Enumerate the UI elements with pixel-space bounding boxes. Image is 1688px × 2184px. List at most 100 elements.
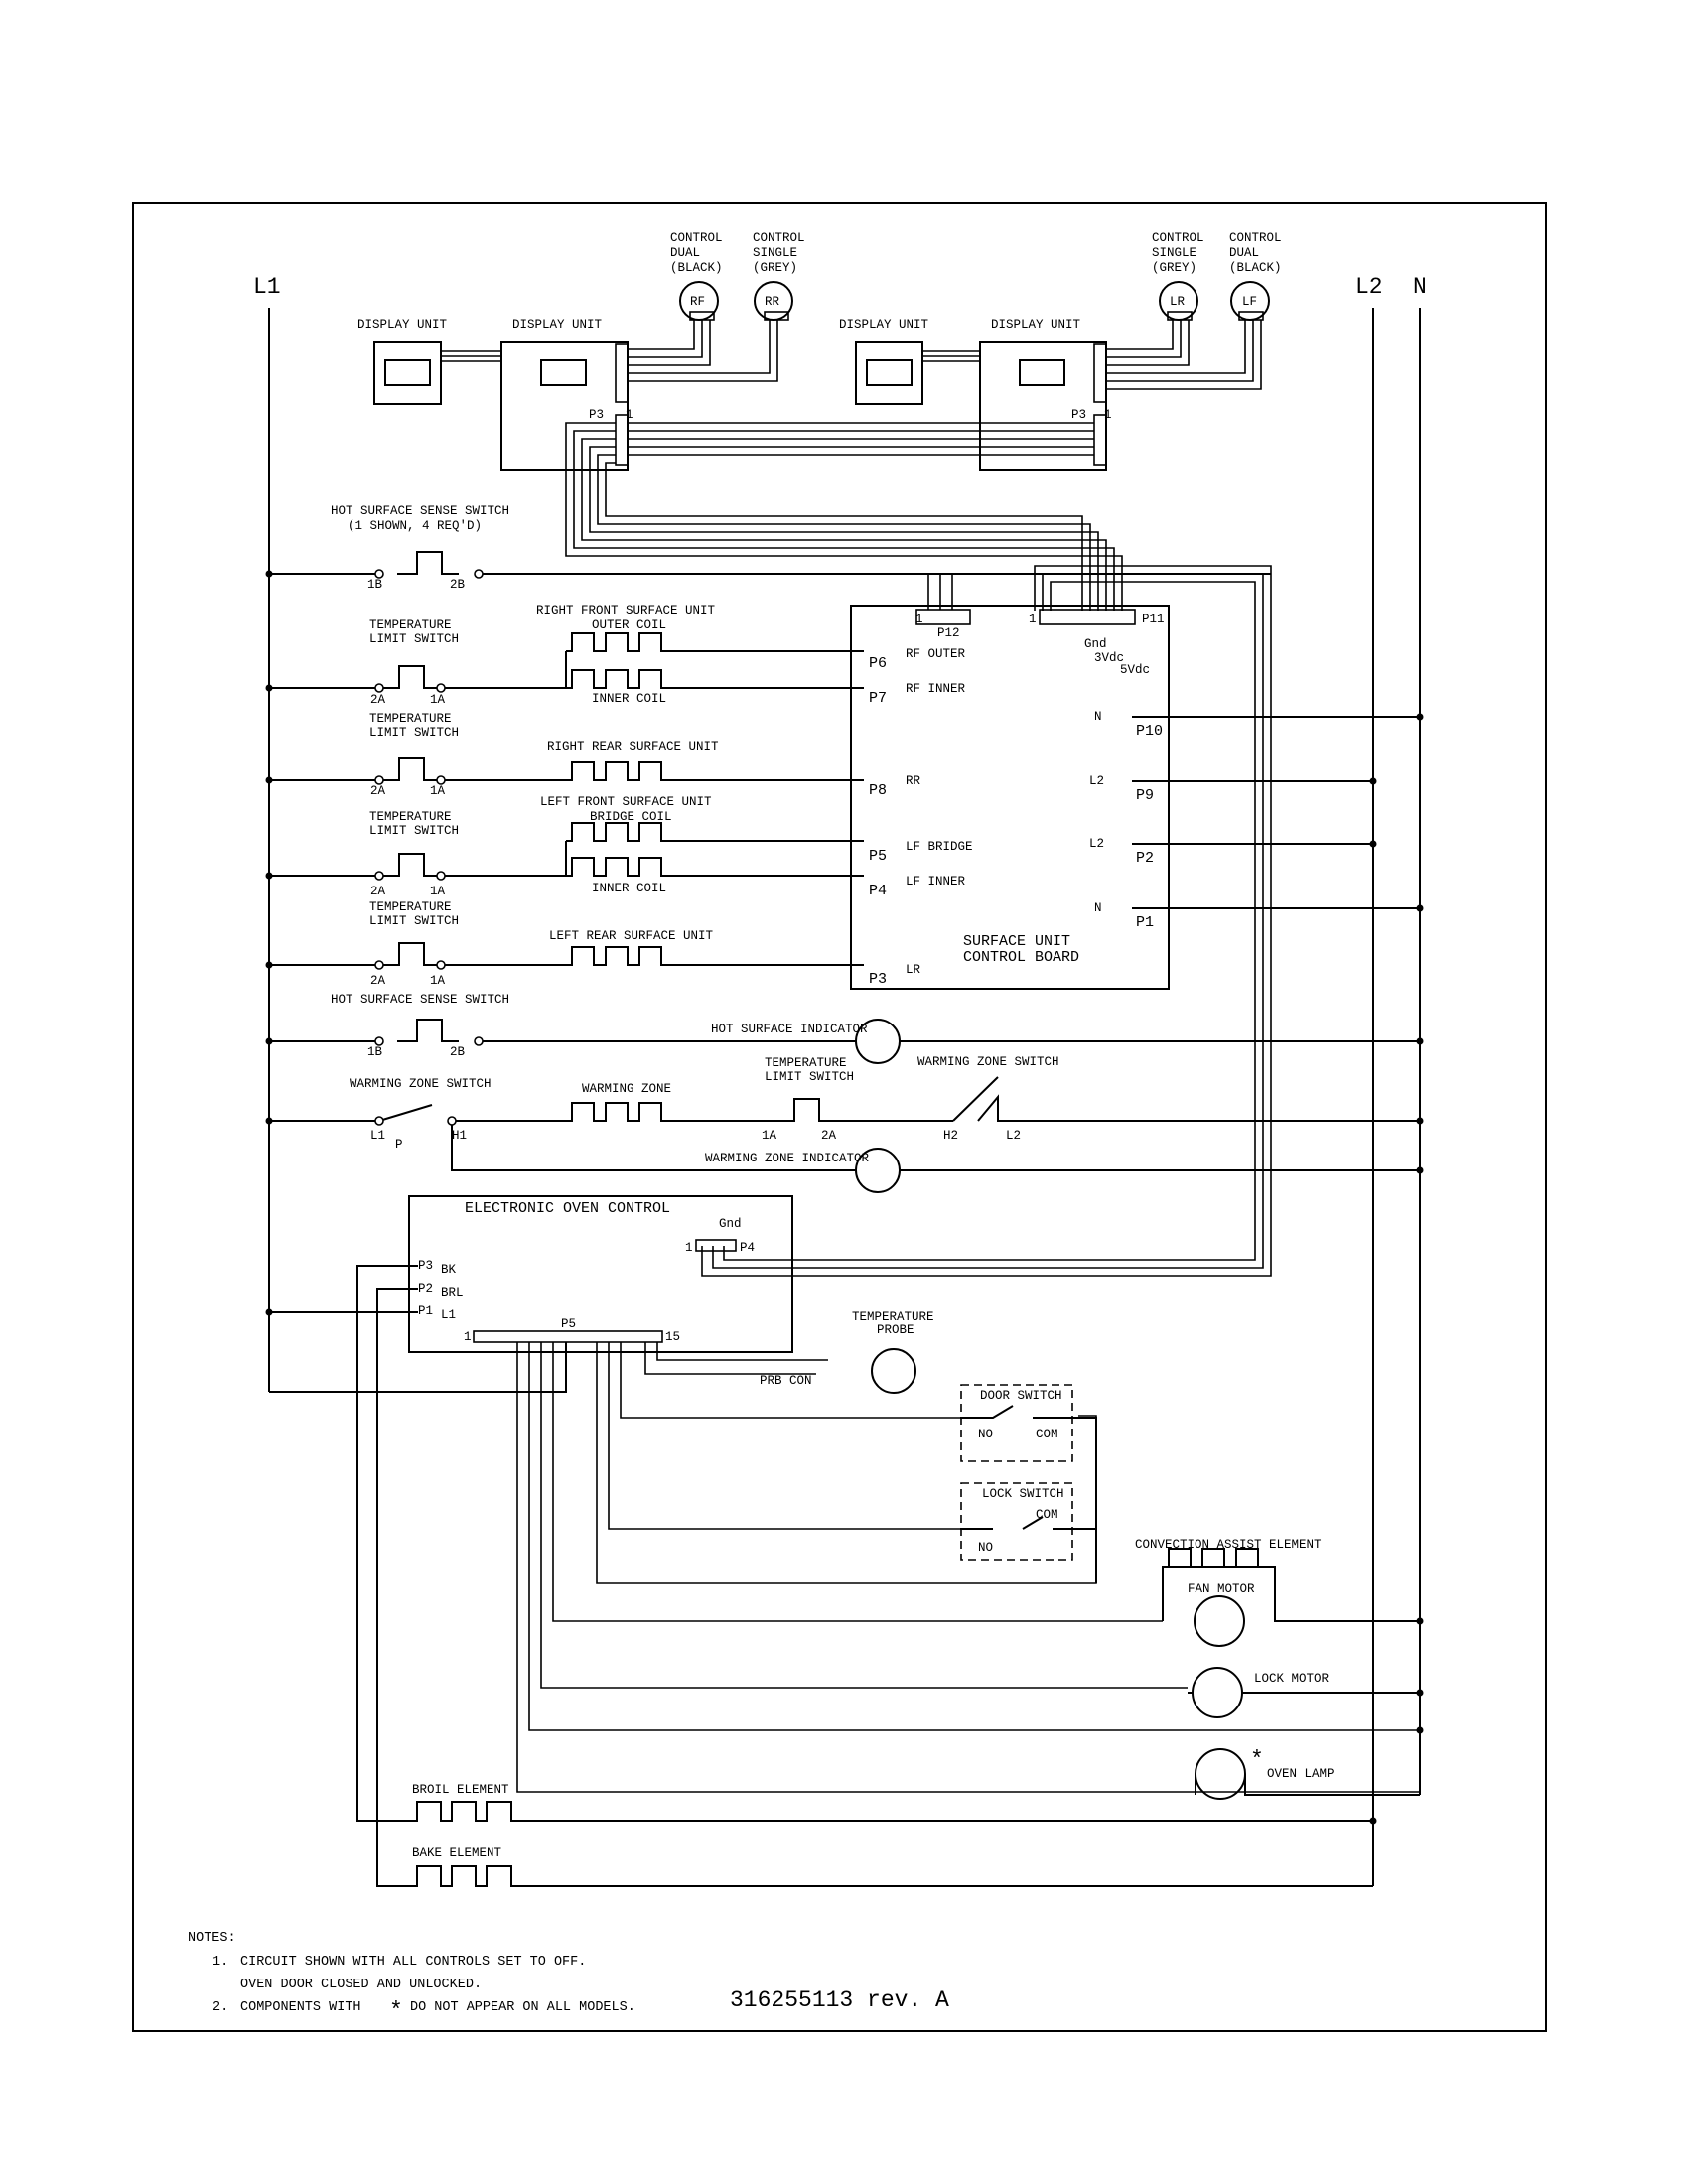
svg-text:2.: 2. <box>212 2000 228 2015</box>
wz-ind-wire <box>451 1121 856 1171</box>
svg-text:SINGLE: SINGLE <box>753 246 797 260</box>
svg-text:DUAL: DUAL <box>670 246 700 260</box>
svg-text:INNER COIL: INNER COIL <box>592 882 666 895</box>
oven-lamp-wire <box>1195 1774 1420 1796</box>
svg-text:HOT SURFACE SENSE SWITCH: HOT SURFACE SENSE SWITCH <box>331 504 509 518</box>
wz-n-junction <box>1416 1117 1424 1125</box>
row1-term-2b <box>474 569 484 579</box>
svg-text:L2: L2 <box>1006 1129 1021 1143</box>
l1-oven-junction <box>265 1308 273 1316</box>
temperature-limit-switch-rf: TEMPERATURE LIMIT SWITCH 2A 1A <box>369 618 459 707</box>
svg-text:1: 1 <box>1029 613 1037 626</box>
svg-text:H2: H2 <box>943 1129 958 1143</box>
bus-junction-2 <box>1369 840 1377 848</box>
svg-text:1B: 1B <box>367 1045 383 1059</box>
display-unit-right-main: DISPLAY UNIT P3 1 <box>979 318 1112 471</box>
svg-text:RIGHT REAR SURFACE UNIT: RIGHT REAR SURFACE UNIT <box>547 740 719 753</box>
wz-term-l1 <box>374 1116 384 1126</box>
svg-text:LIMIT SWITCH: LIMIT SWITCH <box>369 632 459 646</box>
display-unit-right-small: DISPLAY UNIT <box>839 318 929 405</box>
hsi-n-junction <box>1416 1037 1424 1045</box>
svg-text:LEFT FRONT SURFACE UNIT: LEFT FRONT SURFACE UNIT <box>540 795 712 809</box>
svg-text:LR: LR <box>906 963 921 977</box>
convection-element-wire <box>1162 1566 1420 1622</box>
svg-text:(1 SHOWN, 4 REQ'D): (1 SHOWN, 4 REQ'D) <box>348 519 482 533</box>
svg-text:LIMIT SWITCH: LIMIT SWITCH <box>369 726 459 740</box>
svg-text:CONTROL: CONTROL <box>1152 231 1204 245</box>
svg-text:P3: P3 <box>1071 408 1086 422</box>
row-lf-inner-coil <box>566 857 677 877</box>
svg-text:1A: 1A <box>762 1129 777 1143</box>
hsi-sense-switch <box>397 1019 459 1042</box>
row-rf-inner-limit-switch <box>379 665 441 689</box>
svg-text:1B: 1B <box>367 578 383 592</box>
svg-text:TEMPERATURE: TEMPERATURE <box>369 712 452 726</box>
svg-text:ELECTRONIC OVEN CONTROL: ELECTRONIC OVEN CONTROL <box>465 1200 670 1217</box>
svg-text:P3: P3 <box>589 408 604 422</box>
svg-text:P: P <box>395 1138 403 1152</box>
svg-text:CONTROL BOARD: CONTROL BOARD <box>963 949 1079 966</box>
svg-text:LF: LF <box>1242 295 1257 309</box>
wz-switch-blade <box>378 1104 433 1122</box>
svg-text:P2: P2 <box>1136 850 1154 867</box>
svg-text:2A: 2A <box>821 1129 837 1143</box>
svg-text:LEFT REAR SURFACE UNIT: LEFT REAR SURFACE UNIT <box>549 929 714 943</box>
svg-text:CONTROL: CONTROL <box>670 231 723 245</box>
svg-text:NO: NO <box>978 1428 993 1441</box>
row-lf-inner-term-1a <box>436 871 446 881</box>
svg-text:P11: P11 <box>1142 613 1165 626</box>
row-lf-inner-junction <box>265 872 273 880</box>
control-rf: CONTROL DUAL (BLACK) RF <box>670 231 723 321</box>
row-rf-inner-term-2a <box>374 683 384 693</box>
svg-text:P5: P5 <box>561 1317 576 1331</box>
svg-text:BRIDGE COIL: BRIDGE COIL <box>590 810 672 824</box>
diagram-frame <box>132 202 1547 2032</box>
svg-text:L2: L2 <box>1089 837 1104 851</box>
svg-text:H1: H1 <box>452 1129 467 1143</box>
svg-text:P4: P4 <box>869 883 887 899</box>
svg-text:LIMIT SWITCH: LIMIT SWITCH <box>369 914 459 928</box>
svg-text:LR: LR <box>1170 295 1186 309</box>
lock-switch: LOCK SWITCH COM NO <box>960 1482 1073 1561</box>
board-power-wires <box>1132 716 1420 909</box>
control-rr: CONTROL SINGLE (GREY) RR <box>753 231 805 321</box>
svg-text:DUAL: DUAL <box>1229 246 1259 260</box>
row-lr-limit-switch <box>379 942 441 966</box>
svg-text:COMPONENTS WITH: COMPONENTS WITH <box>240 2000 361 2015</box>
svg-text:OVEN DOOR CLOSED AND UNLOCKED.: OVEN DOOR CLOSED AND UNLOCKED. <box>240 1978 482 1992</box>
wz-limit-switch <box>774 1098 836 1122</box>
svg-text:CONTROL: CONTROL <box>753 231 805 245</box>
document-number: 316255113 rev. A <box>730 1987 949 2013</box>
svg-text:P1: P1 <box>418 1304 433 1318</box>
display-link-right <box>922 350 980 362</box>
row-rr-limit-switch <box>379 757 441 781</box>
svg-text:COM: COM <box>1036 1428 1058 1441</box>
svg-text:RR: RR <box>765 295 780 309</box>
svg-text:(BLACK): (BLACK) <box>670 261 723 275</box>
svg-text:P3: P3 <box>418 1259 433 1273</box>
oven-control-wiring <box>269 1265 1420 1887</box>
svg-text:RIGHT FRONT SURFACE UNIT: RIGHT FRONT SURFACE UNIT <box>536 604 716 617</box>
svg-text:DISPLAY UNIT: DISPLAY UNIT <box>512 318 603 332</box>
p12-wires <box>927 574 953 610</box>
svg-text:DISPLAY UNIT: DISPLAY UNIT <box>839 318 929 332</box>
svg-text:*: * <box>389 1998 403 2024</box>
svg-text:5Vdc: 5Vdc <box>1120 663 1150 677</box>
svg-text:P4: P4 <box>740 1241 755 1255</box>
svg-text:RR: RR <box>906 774 921 788</box>
svg-text:N: N <box>1094 710 1102 724</box>
svg-text:HOT SURFACE INDICATOR: HOT SURFACE INDICATOR <box>711 1023 868 1036</box>
svg-text:1: 1 <box>626 408 633 422</box>
svg-text:P3: P3 <box>869 971 887 988</box>
svg-text:PROBE: PROBE <box>877 1323 914 1337</box>
svg-text:(BLACK): (BLACK) <box>1229 261 1282 275</box>
bus-label-l2: L2 <box>1355 274 1383 300</box>
row-rf-inner-coil <box>566 669 677 689</box>
svg-text:1A: 1A <box>430 885 446 898</box>
bus-junction-3 <box>1416 904 1424 912</box>
bus-junction-6 <box>1416 1726 1424 1734</box>
row-rf-outer-coil <box>566 632 677 652</box>
display-unit-left-main: DISPLAY UNIT P3 1 <box>500 318 633 471</box>
svg-text:*: * <box>1250 1747 1264 1773</box>
